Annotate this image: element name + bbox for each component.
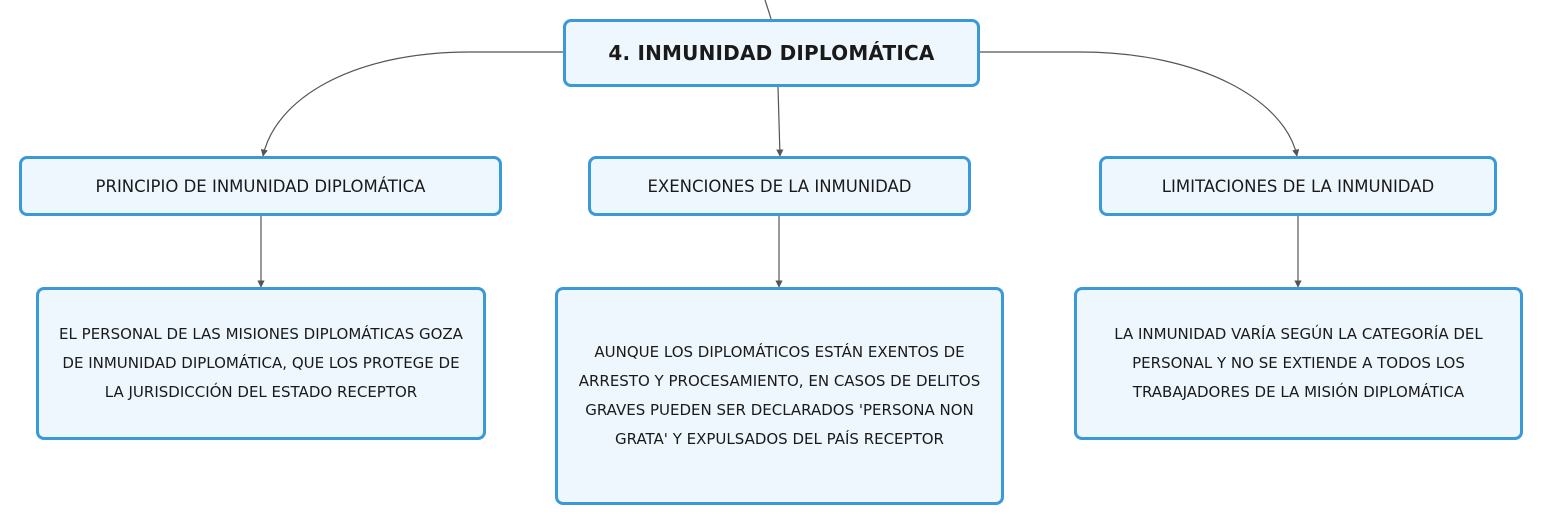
connector-root-to-branch-principio <box>260 51 563 157</box>
detail-node-limitaciones[interactable]: LA INMUNIDAD VARÍA SEGÚN LA CATEGORÍA DE… <box>1074 287 1523 440</box>
root-topic-title: 4. INMUNIDAD DIPLOMÁTICA <box>608 41 935 65</box>
branch-node-exenciones[interactable]: EXENCIONES DE LA INMUNIDAD <box>588 156 971 216</box>
detail-node-principio[interactable]: EL PERSONAL DE LAS MISIONES DIPLOMÁTICAS… <box>36 287 486 440</box>
detail-text-principio: EL PERSONAL DE LAS MISIONES DIPLOMÁTICAS… <box>59 325 463 401</box>
branch-node-principio[interactable]: PRINCIPIO DE INMUNIDAD DIPLOMÁTICA <box>19 156 502 216</box>
connector-root-to-branch-limitaciones <box>980 51 1300 157</box>
connector-parent-to-root <box>764 0 772 20</box>
root-topic-node[interactable]: 4. INMUNIDAD DIPLOMÁTICA <box>563 19 980 87</box>
detail-text-limitaciones: LA INMUNIDAD VARÍA SEGÚN LA CATEGORÍA DE… <box>1114 325 1483 401</box>
connector-root-to-branch-exenciones <box>776 86 784 157</box>
branch-label-limitaciones: LIMITACIONES DE LA INMUNIDAD <box>1161 176 1435 196</box>
detail-text-exenciones: AUNQUE LOS DIPLOMÁTICOS ESTÁN EXENTOS DE… <box>578 343 981 448</box>
detail-node-exenciones[interactable]: AUNQUE LOS DIPLOMÁTICOS ESTÁN EXENTOS DE… <box>555 287 1004 505</box>
branch-label-exenciones: EXENCIONES DE LA INMUNIDAD <box>647 176 912 196</box>
branch-label-principio: PRINCIPIO DE INMUNIDAD DIPLOMÁTICA <box>95 176 426 196</box>
branch-node-limitaciones[interactable]: LIMITACIONES DE LA INMUNIDAD <box>1099 156 1497 216</box>
